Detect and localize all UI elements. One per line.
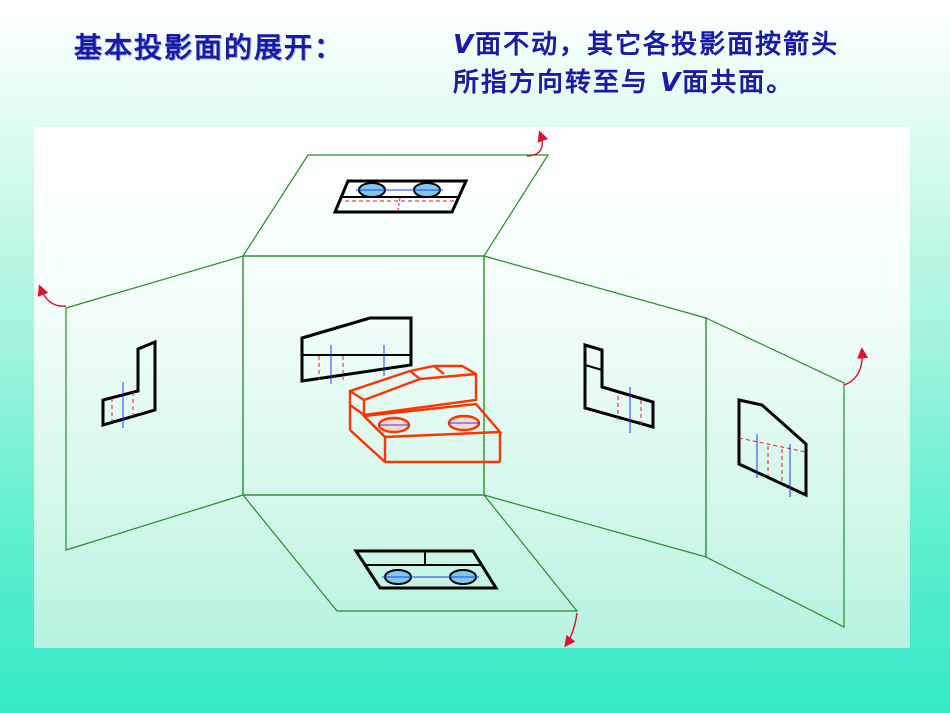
right-side-view-drawing bbox=[583, 342, 655, 433]
description-line-2-text: 面共面。 bbox=[682, 68, 795, 98]
description-line-1: V面不动，其它各投影面按箭头 bbox=[453, 26, 923, 64]
bottom-view-drawing bbox=[353, 549, 499, 590]
description-line-2: 所指方向转至与 V面共面。 bbox=[453, 64, 923, 102]
arrow-left bbox=[37, 284, 67, 307]
v-plane-symbol: V bbox=[453, 30, 476, 60]
front-view-drawing bbox=[300, 316, 413, 384]
isometric-object-centerlines bbox=[378, 422, 480, 426]
arrow-right bbox=[843, 347, 869, 386]
description-line-2-pre: 所指方向转至与 bbox=[453, 68, 650, 98]
arrow-top bbox=[526, 130, 549, 157]
far-right-view-drawing bbox=[737, 398, 808, 498]
projection-diagram-canvas bbox=[34, 127, 910, 648]
projection-planes bbox=[65, 154, 845, 628]
top-view-drawing bbox=[332, 179, 469, 214]
arrow-bottom bbox=[564, 612, 578, 648]
right-w-plane bbox=[483, 255, 707, 558]
left-side-view-drawing bbox=[101, 339, 157, 428]
v-plane-symbol-2: V bbox=[660, 68, 683, 98]
bottom-plane bbox=[241, 494, 579, 612]
top-h-plane bbox=[241, 154, 550, 257]
page-title: 基本投影面的展开： bbox=[74, 31, 345, 64]
description-text: V面不动，其它各投影面按箭头 所指方向转至与 V面共面。 bbox=[453, 26, 923, 102]
far-right-plane bbox=[705, 317, 845, 628]
left-side-plane bbox=[65, 255, 244, 551]
isometric-object bbox=[348, 364, 503, 464]
description-line-1-text: 面不动，其它各投影面按箭头 bbox=[475, 30, 840, 60]
rotation-arrows bbox=[37, 130, 869, 648]
